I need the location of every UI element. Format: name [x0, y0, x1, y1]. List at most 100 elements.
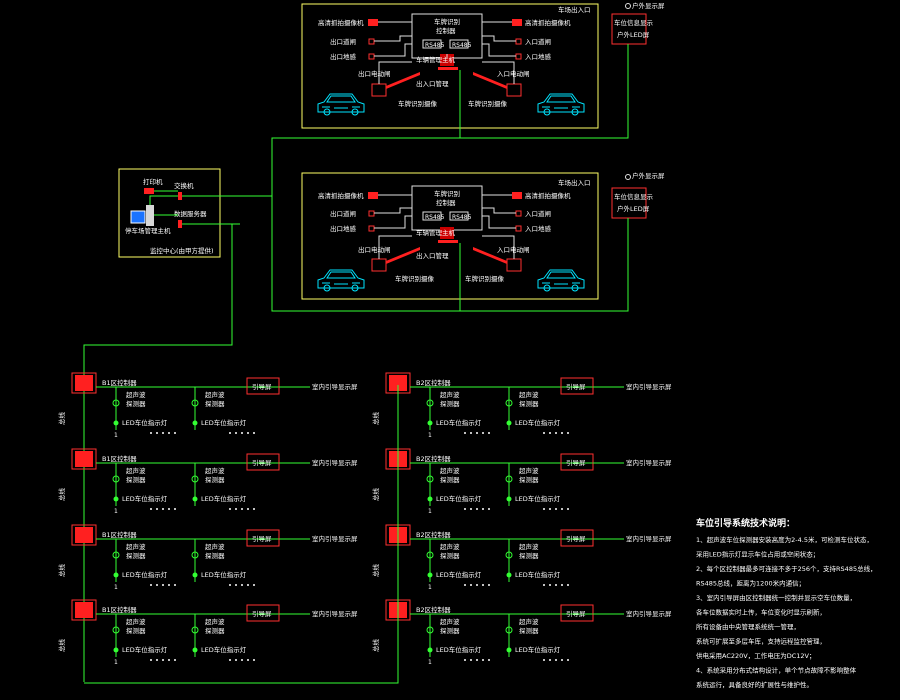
- indicator-dot: [464, 659, 466, 661]
- controller-label-2: 控制器: [436, 26, 456, 35]
- indicator-dot: [150, 584, 152, 586]
- host-label: 车辆管理主机: [416, 228, 456, 237]
- ultrasonic-detector-icon: [191, 626, 199, 634]
- bus-label: 总线: [57, 639, 66, 653]
- outdoor-display-title: 车位信息显示: [614, 192, 654, 201]
- indicator-dot: [561, 508, 563, 510]
- indicator-dot: [476, 508, 478, 510]
- led-indicator-icon: [113, 647, 119, 653]
- ultrasonic-detector-icon: [112, 551, 120, 559]
- guide-screen-icon: [560, 377, 594, 395]
- ultrasonic-detector-icon: [426, 626, 434, 634]
- barrier-icon: [368, 38, 375, 45]
- port-label: RS485: [452, 214, 472, 221]
- indicator-label: LED车位指示灯: [122, 570, 168, 579]
- indicator-dot: [488, 584, 490, 586]
- ultrasonic-detector-icon: [191, 475, 199, 483]
- controller-label: 车牌识别: [434, 189, 460, 198]
- indicator-dot: [241, 508, 243, 510]
- zone-controller-label: B1区控制器: [102, 378, 137, 387]
- floor-row: B1区控制器总线超声波探测器LED车位指示灯1超声波探测器LED车位指示灯引导屏…: [57, 524, 358, 591]
- notes-line: 供电采用AC220V，工作电压为DC12V；: [696, 651, 816, 660]
- zone-controller-label: B2区控制器: [416, 454, 451, 463]
- indicator-label: LED车位指示灯: [515, 494, 561, 503]
- detector-label: 超声波: [440, 617, 460, 626]
- exit-camera-label: 车牌识别摄像: [395, 274, 435, 283]
- indicator-dot: [174, 584, 176, 586]
- indicator-dot: [229, 659, 231, 661]
- indicator-label: LED车位指示灯: [122, 494, 168, 503]
- floor-row: B2区控制器总线超声波探测器LED车位指示灯1超声波探测器LED车位指示灯引导屏…: [371, 524, 672, 591]
- outdoor-display-title: 车位信息显示: [614, 18, 654, 27]
- detector-label-2: 探测器: [126, 626, 146, 635]
- guide-screen-label: 引导屏: [252, 609, 272, 618]
- indicator-dot: [470, 432, 472, 434]
- indoor-screen-label: 室内引导显示屏: [312, 534, 358, 543]
- zone-controller-label: B1区控制器: [102, 454, 137, 463]
- count-label: 1: [114, 584, 118, 591]
- barrier-icon: [515, 38, 522, 45]
- ultrasonic-detector-icon: [112, 475, 120, 483]
- gate-top: 车场出入口 车牌识别 控制器 RS485 RS485 车辆管理主机 出入口管理 …: [301, 1, 665, 139]
- indoor-screen-label: 室内引导显示屏: [626, 534, 672, 543]
- indicator-dot: [567, 508, 569, 510]
- guide-screen-label: 引导屏: [566, 458, 586, 467]
- indicator-dot: [156, 584, 158, 586]
- bus-label: 总线: [57, 412, 66, 426]
- indicator-dot: [549, 659, 551, 661]
- port-box: [422, 211, 442, 221]
- host-label-2: 出入口管理: [416, 251, 449, 260]
- indicator-dot: [247, 584, 249, 586]
- indicator-label: LED车位指示灯: [201, 418, 247, 427]
- port-label: RS485: [425, 214, 445, 221]
- entry-barrier-label: 入口电动闸: [497, 245, 530, 254]
- indicator-label: LED车位指示灯: [201, 645, 247, 654]
- device-label: 出口道闸: [330, 209, 356, 218]
- indoor-screen-label: 室内引导显示屏: [626, 458, 672, 467]
- notes-title: 车位引导系统技术说明：: [696, 517, 795, 529]
- detector-label: 超声波: [440, 466, 460, 475]
- printer-icon: [144, 188, 154, 194]
- zone-controller-icon: [75, 451, 93, 467]
- gate-middle: 车场出入口 车牌识别 控制器 RS485 RS485 车辆管理主机 出入口管理 …: [301, 171, 665, 312]
- led-indicator-icon: [427, 572, 433, 578]
- detector-label-2: 探测器: [126, 475, 146, 484]
- indicator-dot: [464, 508, 466, 510]
- indicator-dot: [174, 508, 176, 510]
- car-icon: [537, 269, 585, 292]
- indicator-dot: [555, 432, 557, 434]
- host-keyboard: [438, 240, 458, 243]
- notes-line: 系统可扩展至多层车库，支持远程监控管理，: [696, 637, 826, 646]
- indicator-dot: [229, 432, 231, 434]
- ultrasonic-detector-icon: [505, 475, 513, 483]
- zone-controller-label: B2区控制器: [416, 378, 451, 387]
- indicator-label: LED车位指示灯: [436, 418, 482, 427]
- indicator-dot: [150, 659, 152, 661]
- gate-title: 车场出入口: [558, 5, 591, 14]
- detector-label-2: 探测器: [440, 399, 460, 408]
- ultrasonic-detector-icon: [505, 399, 513, 407]
- detector-label: 超声波: [519, 390, 539, 399]
- notes-line: 3、室内引导屏由区控制器统一控制并显示空车位数量，: [696, 593, 856, 602]
- detector-label: 超声波: [519, 542, 539, 551]
- outdoor-display: [611, 13, 647, 45]
- port-box: [449, 39, 469, 49]
- detector-label: 超声波: [205, 542, 225, 551]
- indicator-dot: [549, 508, 551, 510]
- detector-label: 超声波: [126, 466, 146, 475]
- indicator-dot: [235, 508, 237, 510]
- indicator-label: LED车位指示灯: [515, 645, 561, 654]
- detector-label: 超声波: [205, 390, 225, 399]
- indicator-dot: [549, 432, 551, 434]
- detector-label: 超声波: [519, 617, 539, 626]
- device-label: 入口道闸: [525, 37, 551, 46]
- guide-screen-label: 引导屏: [252, 458, 272, 467]
- zone-controller-label: B1区控制器: [102, 530, 137, 539]
- switch-icon: [178, 192, 182, 200]
- device-label: 入口地感: [525, 52, 552, 61]
- indicator-dot: [229, 584, 231, 586]
- indicator-dot: [482, 584, 484, 586]
- zone-controller-icon: [75, 602, 93, 618]
- outdoor-display-caption: 户外显示屏: [632, 171, 665, 180]
